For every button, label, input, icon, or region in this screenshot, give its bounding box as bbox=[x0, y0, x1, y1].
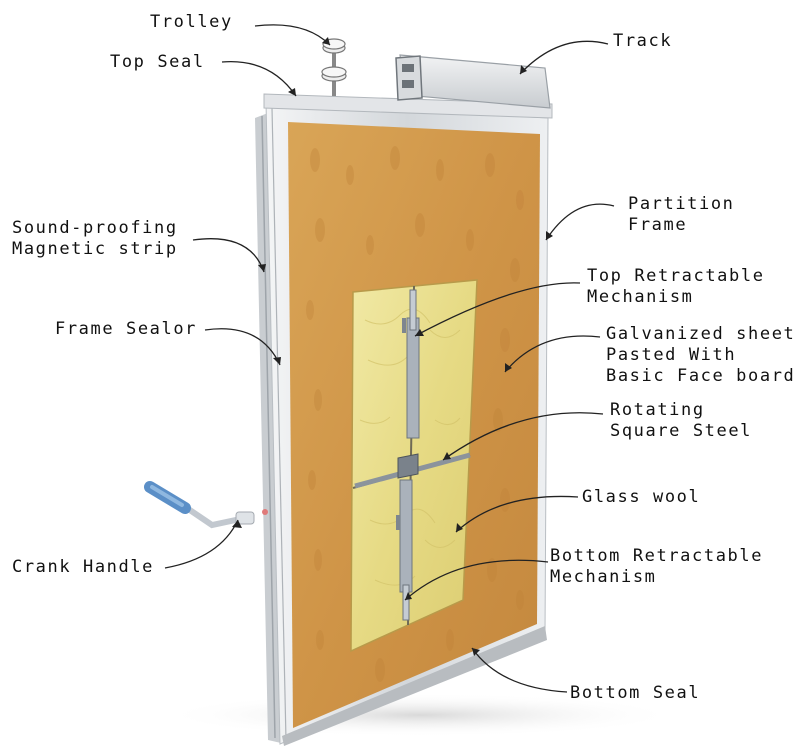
leader-galvanized bbox=[504, 335, 601, 373]
leader-soundproof bbox=[192, 238, 265, 273]
leader-bottom-seal bbox=[471, 647, 568, 693]
label-crank-handle: Crank Handle bbox=[12, 557, 154, 578]
frame-magnetic-strip bbox=[261, 115, 276, 739]
label-galvanized-sheet: Galvanized sheet Pasted With Basic Face … bbox=[606, 324, 795, 387]
leader-trolley bbox=[254, 24, 331, 46]
label-track-text: Track bbox=[613, 31, 673, 51]
label-bottom-seal: Bottom Seal bbox=[570, 683, 700, 704]
label-frame-sealor-text: Frame Sealor bbox=[55, 319, 198, 339]
label-glass-wool-text: Glass wool bbox=[582, 487, 701, 507]
bottom-retractable-mechanism bbox=[396, 479, 413, 621]
leader-partition-frame bbox=[545, 203, 615, 241]
label-partition-frame: Partition Frame bbox=[628, 194, 735, 236]
leader-rotating bbox=[442, 412, 604, 461]
leader-top-seal bbox=[221, 60, 297, 97]
label-bottom-retractable-line1: Bottom Retractable bbox=[550, 546, 764, 566]
label-frame-sealor: Frame Sealor bbox=[55, 319, 197, 340]
label-bottom-seal-text: Bottom Seal bbox=[570, 683, 701, 703]
label-rotating-line2: Square Steel bbox=[610, 421, 753, 441]
label-galvanized-line3: Basic Face board bbox=[606, 366, 796, 386]
label-partition-frame-line2: Frame bbox=[628, 215, 688, 235]
label-soundproof-line1: Sound-proofing bbox=[12, 218, 178, 238]
label-top-retractable: Top Retractable Mechanism bbox=[587, 266, 765, 308]
label-rotating-line1: Rotating bbox=[610, 400, 705, 420]
leader-lines bbox=[164, 24, 615, 693]
label-soundproof-line2: Magnetic strip bbox=[12, 239, 178, 259]
label-top-retractable-line2: Mechanism bbox=[587, 287, 694, 307]
leader-frame-sealor bbox=[204, 328, 281, 366]
label-galvanized-line2: Pasted With bbox=[606, 345, 737, 365]
track-illustration bbox=[395, 54, 551, 109]
frame-sealor-groove bbox=[271, 107, 287, 741]
label-glass-wool: Glass wool bbox=[582, 487, 700, 508]
crank-handle-illustration bbox=[144, 481, 268, 529]
label-partition-frame-line1: Partition bbox=[628, 194, 735, 214]
top-retractable-mechanism bbox=[402, 289, 420, 439]
label-trolley: Trolley bbox=[150, 12, 233, 33]
label-bottom-retractable: Bottom Retractable Mechanism bbox=[550, 546, 763, 588]
bottom-seal bbox=[282, 626, 547, 746]
label-trolley-text: Trolley bbox=[150, 12, 233, 32]
wood-grain bbox=[306, 146, 524, 682]
trolley-illustration bbox=[321, 38, 347, 96]
label-crank-handle-text: Crank Handle bbox=[12, 557, 155, 577]
leader-arrowheads bbox=[232, 37, 553, 656]
label-galvanized-line1: Galvanized sheet bbox=[606, 324, 796, 344]
label-track: Track bbox=[613, 31, 672, 52]
leader-bottom-retractable bbox=[404, 559, 549, 601]
label-bottom-retractable-line2: Mechanism bbox=[550, 567, 657, 587]
label-soundproof-strip: Sound-proofing Magnetic strip bbox=[12, 218, 178, 260]
label-rotating-steel: Rotating Square Steel bbox=[610, 400, 752, 442]
label-top-seal-text: Top Seal bbox=[110, 52, 205, 72]
leader-track bbox=[519, 40, 609, 75]
label-top-retractable-line1: Top Retractable bbox=[587, 266, 765, 286]
leader-crank bbox=[164, 519, 239, 569]
leader-glass-wool bbox=[455, 495, 579, 533]
top-seal bbox=[263, 93, 553, 119]
leader-top-retractable bbox=[414, 282, 581, 337]
label-top-seal: Top Seal bbox=[110, 52, 205, 73]
rotating-square-steel bbox=[354, 452, 471, 489]
